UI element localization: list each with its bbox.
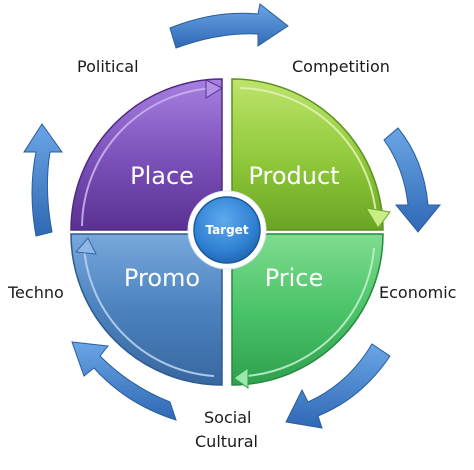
quadrant-promo: Promo — [70, 233, 223, 386]
product-inner-arrow-icon — [365, 207, 391, 229]
quadrant-place: Place — [70, 78, 224, 231]
place-label: Place — [130, 162, 194, 190]
product-label: Product — [248, 162, 339, 190]
arrow-top-right-icon — [383, 127, 442, 233]
force-social: Social — [204, 408, 252, 427]
promo-inner-arrow-icon — [74, 237, 97, 255]
arrow-top-icon — [169, 3, 289, 49]
price-label: Price — [265, 264, 324, 292]
force-political: Political — [77, 57, 139, 76]
center-target: Target — [187, 190, 267, 270]
place-inner-arrow-icon — [205, 79, 224, 99]
quadrant-product: Product — [231, 78, 391, 231]
arrow-bottom-right-icon — [285, 343, 391, 429]
force-techno: Techno — [8, 283, 64, 302]
price-inner-arrow-icon — [233, 367, 249, 389]
promo-label: Promo — [124, 264, 200, 292]
force-competition: Competition — [292, 57, 390, 76]
force-economic: Economic — [379, 283, 457, 302]
arrow-bottom-left-icon — [71, 341, 177, 421]
center-label: Target — [205, 223, 248, 237]
quadrant-price: Price — [231, 233, 384, 389]
force-cultural: Cultural — [195, 432, 258, 451]
outer-cycle-arrows — [23, 3, 442, 429]
arrow-left-icon — [23, 123, 63, 237]
